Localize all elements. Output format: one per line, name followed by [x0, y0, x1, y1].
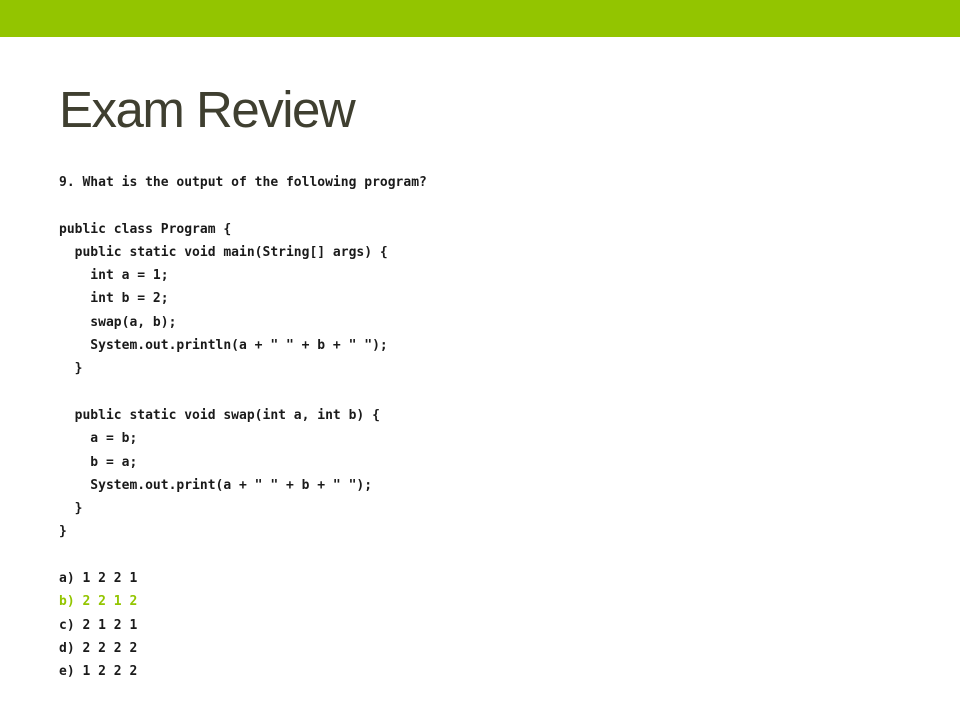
- code-line: int b = 2;: [59, 291, 169, 307]
- code-line: }: [59, 501, 83, 517]
- code-line: [59, 381, 939, 404]
- code-line: }: [59, 361, 83, 377]
- code-line: System.out.print(a + " " + b + " ");: [59, 477, 373, 493]
- answer-option-b: b) 2 2 1 2: [59, 594, 138, 610]
- answer-list: a) 1 2 2 1 b) 2 2 1 2 c) 2 1 2 1 d) 2 2 …: [59, 567, 939, 683]
- code-line: }: [59, 524, 67, 540]
- code-line: public class Program {: [59, 221, 232, 237]
- answer-option-e: e) 1 2 2 2: [59, 664, 138, 680]
- spacer: [59, 544, 939, 567]
- code-block: public class Program { public static voi…: [59, 218, 939, 544]
- slide-title: Exam Review: [59, 81, 356, 138]
- code-line: int a = 1;: [59, 268, 169, 284]
- code-line: public static void swap(int a, int b) {: [59, 407, 380, 423]
- answer-option-a: a) 1 2 2 1: [59, 571, 138, 587]
- question-text: 9. What is the output of the following p…: [59, 175, 427, 190]
- answer-option-c: c) 2 1 2 1: [59, 617, 138, 633]
- answer-option-d: d) 2 2 2 2: [59, 640, 138, 656]
- top-accent-bar: [0, 0, 960, 37]
- slide-content: 9. What is the output of the following p…: [59, 171, 939, 684]
- code-line: swap(a, b);: [59, 314, 177, 330]
- code-line: b = a;: [59, 454, 138, 470]
- code-line: System.out.println(a + " " + b + " ");: [59, 338, 388, 354]
- code-line: public static void main(String[] args) {: [59, 244, 388, 260]
- code-line: a = b;: [59, 431, 138, 447]
